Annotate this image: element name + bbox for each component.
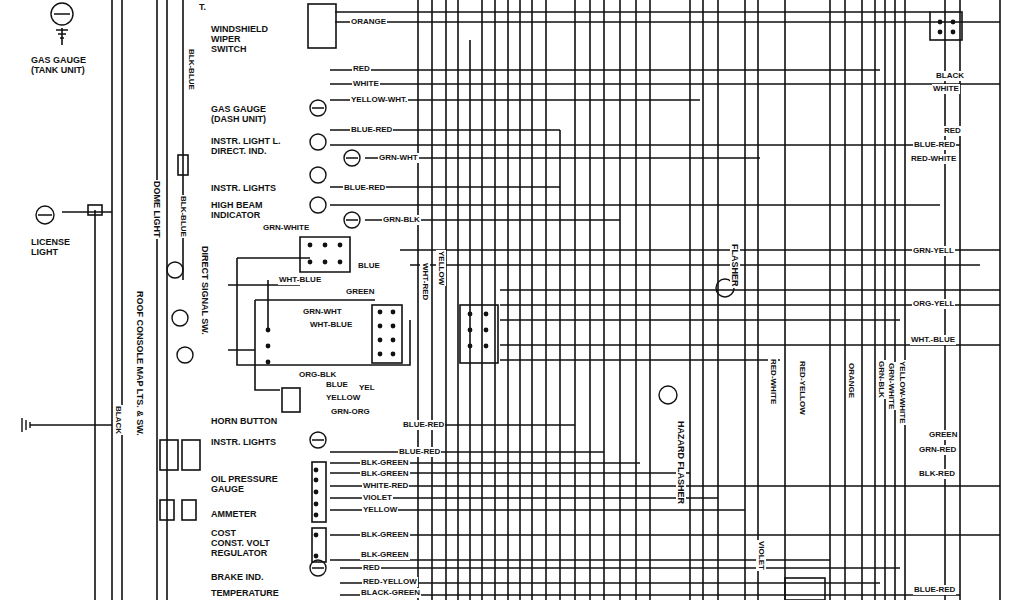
wire-color-label: RED-YELLOW [362, 577, 418, 587]
wire-color-label: GRN-BLK [382, 215, 421, 225]
wire-color-label: RED-WHITE [768, 358, 778, 405]
component-label: FLASHER [730, 243, 740, 288]
wire-color-label: GRN-WHITE [262, 223, 310, 233]
wire-color-label: BLUE [325, 380, 349, 390]
component-label: T. [198, 2, 207, 12]
wire-color-label: WHT.-BLUE [910, 335, 956, 345]
wire-color-label: BLK-RED [918, 469, 956, 479]
wire-color-label: BLK-GREEN [360, 458, 410, 468]
wire-color-label: YELLOW [362, 505, 398, 515]
wire-color-label: BLACK [935, 71, 965, 81]
wire-color-label: BLK-BLUE [178, 195, 188, 238]
wire-color-label: GRN-WHT [378, 153, 419, 163]
wire-color-label: WHT-BLUE [309, 320, 353, 330]
component-label: LICENSE LIGHT [30, 237, 82, 257]
wire-color-label: BLUE-RED [913, 140, 956, 150]
wire-color-label: GRN-ORG [330, 407, 371, 417]
wire-color-label: GRN-WHT [302, 307, 343, 317]
wire-color-label: WHITE [932, 84, 960, 94]
component-label: COST CONST. VOLT REGULATOR [210, 528, 272, 558]
wire-color-label: WHITE [352, 79, 380, 89]
wire-color-label: YEL [358, 383, 376, 393]
wire-color-label: BLACK-GREEN [360, 588, 421, 598]
component-label: WINDSHIELD WIPER SWITCH [210, 24, 272, 54]
component-label: INSTR. LIGHTS [210, 183, 277, 193]
wire-color-label: VIOLET [756, 540, 766, 571]
wire-color-label: BLUE-RED [398, 447, 441, 457]
wire-color-label: RED [362, 563, 381, 573]
wire-color-label: RED [943, 126, 962, 136]
component-label: TEMPERATURE [210, 588, 280, 598]
wire-color-label: RED [352, 64, 371, 74]
wire-color-label: YELLOW [325, 393, 361, 403]
wire-color-label: BLACK [113, 405, 123, 435]
wire-color-label: BLUE-RED [913, 585, 956, 595]
wire-color-label: BLUE-RED [402, 420, 445, 430]
wire-color-label: BLK-GREEN [360, 530, 410, 540]
component-label: HORN BUTTON [210, 416, 278, 426]
wire-color-label: ORANGE [846, 362, 856, 399]
wire-color-label: ORANGE [350, 17, 387, 27]
wire-color-label: WHITE-RED [362, 481, 409, 491]
wire-color-label: GREEN [928, 430, 958, 440]
component-label: BRAKE IND. [210, 572, 265, 582]
component-label: INSTR. LIGHTS [210, 437, 277, 447]
wire-color-label: YELLOW-WHT. [350, 95, 408, 105]
wire-color-label: GRN-RED [918, 445, 957, 455]
component-label: OIL PRESSURE GAUGE [210, 474, 292, 494]
component-label: INSTR. LIGHT L. DIRECT. IND. [210, 136, 287, 156]
wire-color-label: BLUE-RED [343, 183, 386, 193]
component-label: HIGH BEAM INDICATOR [210, 200, 277, 220]
wire-color-label: ORG-BLK [298, 370, 337, 380]
wire-color-label: WHT-BLUE [278, 275, 322, 285]
component-label: HAZARD FLASHER [676, 420, 686, 505]
wire-color-label: RED-WHITE [910, 154, 957, 164]
component-label: ROOF CONSOLE MAP LTS. & SW. [135, 290, 145, 437]
wire-color-label: GRN-BLK [876, 360, 886, 399]
wire-color-label: ORG-YELL [912, 299, 955, 309]
wire-color-label: GRN-WHITE [886, 362, 896, 410]
wire-color-label: GRN-YELL [912, 246, 955, 256]
wire-color-label: BLK-GREEN [360, 550, 410, 560]
component-label: GAS GAUGE (DASH UNIT) [210, 104, 282, 124]
wire-color-label: RED-YELLOW [797, 360, 807, 416]
wire-color-label: BLK-BLUE [186, 48, 196, 91]
component-label: DOME LIGHT [152, 180, 162, 239]
component-label: AMMETER [210, 509, 258, 519]
wire-color-label: BLK-GREEN [360, 469, 410, 479]
wire-color-label: YELLOW-WHITE [897, 360, 907, 425]
component-label: GAS GAUGE (TANK UNIT) [30, 55, 92, 75]
wire-color-label: BLUE-RED [350, 125, 393, 135]
wire-color-label: WHT-RED [420, 262, 430, 301]
component-label: DIRECT SIGNAL SW. [200, 245, 210, 336]
wire-color-label: BLUE [357, 261, 381, 271]
wire-color-label: GREEN [345, 287, 375, 297]
wire-color-label: YELLOW [436, 250, 446, 286]
wire-color-label: VIOLET [362, 493, 393, 503]
